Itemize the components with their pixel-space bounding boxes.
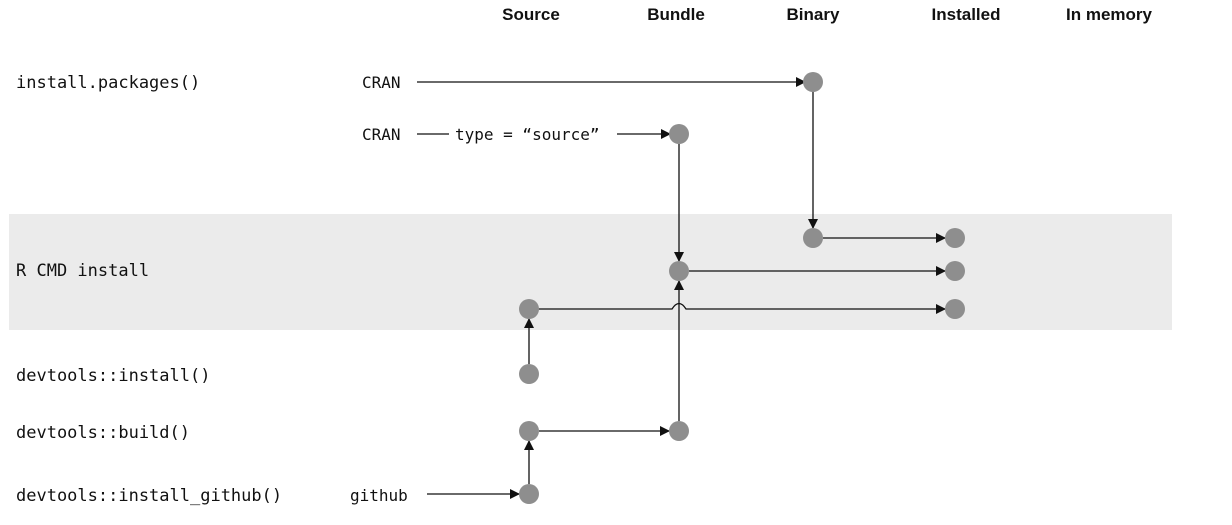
column-header-bundle: Bundle [647, 5, 705, 24]
source-label-type-source: type = “source” [455, 125, 600, 144]
node-source-devtools-build [519, 421, 539, 441]
row-label-devtools-install: devtools::install() [16, 366, 210, 386]
source-label-cran-source: CRAN [362, 125, 401, 144]
row-label-install-packages: install.packages() [16, 73, 200, 93]
node-installed-1 [945, 228, 965, 248]
column-header-source: Source [502, 5, 560, 24]
node-source-devtools-install [519, 364, 539, 384]
column-header-in-memory: In memory [1066, 5, 1153, 24]
row-label-devtools-build: devtools::build() [16, 423, 190, 443]
row-label-devtools-install-github: devtools::install_github() [16, 486, 282, 506]
node-source-github [519, 484, 539, 504]
node-installed-3 [945, 299, 965, 319]
node-bundle-r-cmd [669, 261, 689, 281]
node-source-r-cmd [519, 299, 539, 319]
r-cmd-install-band [9, 214, 1172, 330]
node-binary-cran [803, 72, 823, 92]
node-installed-2 [945, 261, 965, 281]
row-label-r-cmd-install: R CMD install [16, 261, 149, 281]
node-bundle-cran-source [669, 124, 689, 144]
node-bundle-devtools-build [669, 421, 689, 441]
source-label-github: github [350, 486, 408, 505]
column-header-installed: Installed [932, 5, 1001, 24]
column-header-binary: Binary [787, 5, 840, 24]
source-label-cran-binary: CRAN [362, 73, 401, 92]
node-binary-r-cmd [803, 228, 823, 248]
